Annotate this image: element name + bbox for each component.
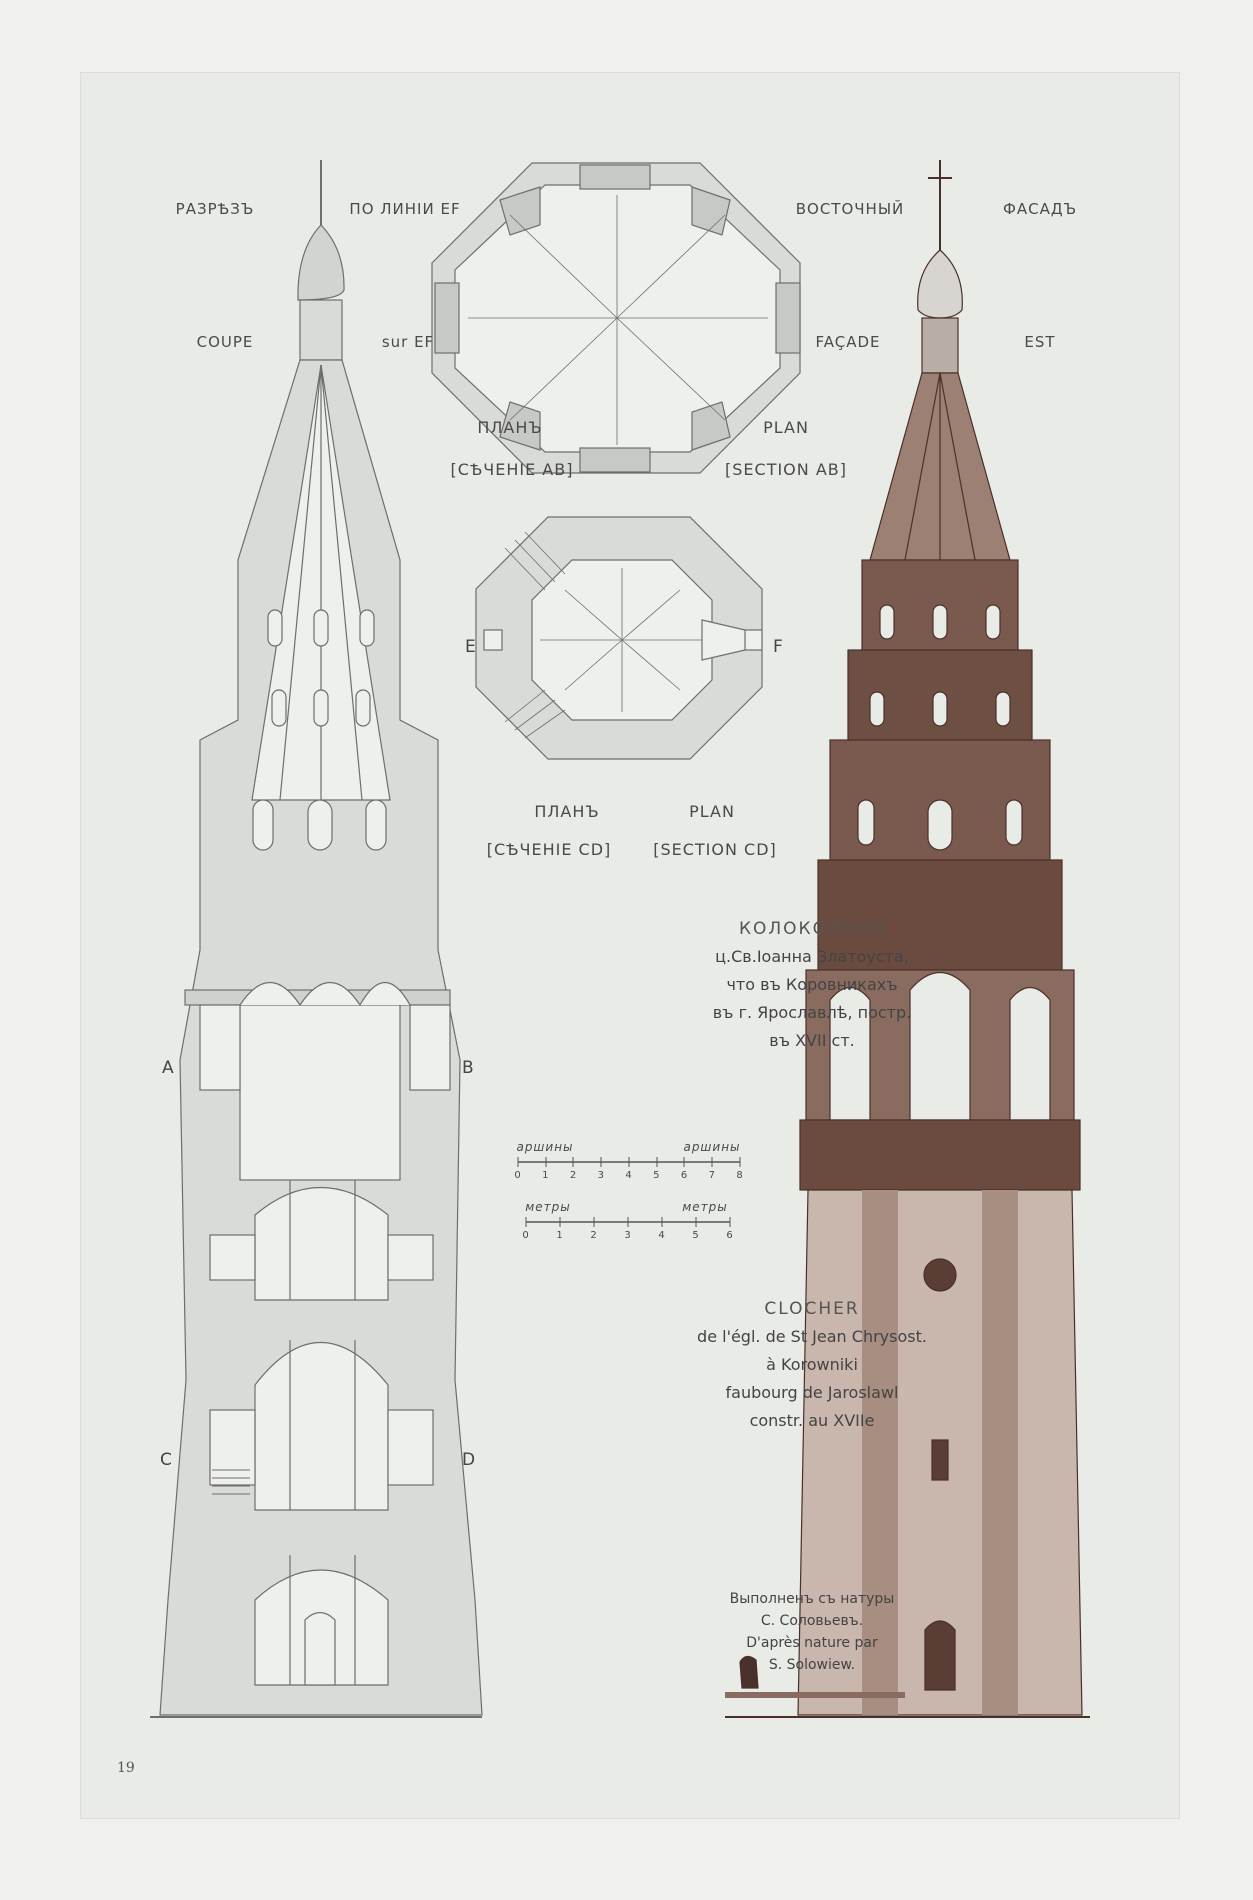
section-title-fr-2: sur EF	[381, 333, 435, 351]
scale-tick-label: 1	[542, 1170, 550, 1181]
caption-fr: CLOCHER de l'égl. de St Jean Chrysost. à…	[652, 1295, 972, 1435]
caption-fr-line-4: constr. au XVIIe	[749, 1411, 875, 1430]
scale-tick-label: 2	[569, 1170, 578, 1181]
point-a: A	[162, 1058, 174, 1078]
caption-fr-title: CLOCHER	[764, 1299, 860, 1319]
scale-tick-label: 3	[624, 1230, 632, 1241]
credit: Выполненъ съ натуры С. Соловьевъ. D'aprè…	[652, 1588, 972, 1676]
facade-title-ru-2: ФАСАДЪ	[1002, 200, 1078, 218]
tower-facade	[725, 160, 1090, 1718]
scale-bars	[517, 1157, 741, 1227]
scale-tick-label: 1	[556, 1230, 564, 1241]
point-e: E	[465, 637, 476, 657]
facade-title-fr-2: EST	[1024, 333, 1056, 351]
scale-tick-label: 0	[514, 1170, 522, 1181]
scale-tick-label: 8	[736, 1170, 744, 1181]
scale-tick-label: 7	[708, 1170, 716, 1181]
section-title-ru-2: ПО ЛИНІИ EF	[349, 200, 461, 218]
tower-section	[150, 160, 483, 1718]
scale-1-right-label: аршины	[683, 1140, 741, 1154]
point-b: B	[462, 1058, 474, 1078]
scale-tick-label: 2	[590, 1230, 598, 1241]
plan-cd-fr-sub: [SECTION CD]	[653, 840, 777, 859]
caption-ru-line-4: въ XVII ст.	[769, 1031, 855, 1050]
plan-ab-ru: ПЛАНЪ	[477, 418, 543, 437]
facade-title-fr-1: FAÇADE	[815, 333, 881, 351]
plan-ab-ru-sub: [СѢЧЕНІЕ AB]	[450, 460, 574, 479]
caption-ru: КОЛОКОЛЬНЯ ц.Св.Іоанна Златоуста, что въ…	[652, 915, 972, 1055]
scale-2-right-label: метры	[682, 1200, 728, 1214]
caption-fr-line-1: de l'égl. de St Jean Chrysost.	[697, 1327, 927, 1346]
point-f: F	[773, 637, 783, 657]
credit-ru-2: С. Соловьевъ.	[760, 1613, 864, 1629]
credit-fr-2: S. Solowiew.	[768, 1657, 856, 1673]
credit-ru-1: Выполненъ съ натуры	[729, 1591, 895, 1607]
scale-2-left-label: метры	[525, 1200, 571, 1214]
plan-cd-ru: ПЛАНЪ	[534, 802, 600, 821]
section-title-fr-1: COUPE	[196, 333, 254, 351]
facade-title-ru-1: ВОСТОЧНЫЙ	[795, 200, 905, 218]
section-title-ru-1: РАЗРѢЗЪ	[175, 200, 255, 218]
scale-tick-label: 6	[726, 1230, 734, 1241]
plan-cd-fr: PLAN	[689, 802, 735, 821]
page-number: 19	[117, 1760, 135, 1776]
plan-cd-ru-sub: [СѢЧЕНІЕ CD]	[486, 840, 612, 859]
caption-ru-line-1: ц.Св.Іоанна Златоуста,	[715, 947, 909, 966]
scale-tick-label: 5	[692, 1230, 700, 1241]
caption-ru-line-3: въ г. Ярославлѣ, постр.	[712, 1003, 912, 1022]
scale-tick-label: 5	[653, 1170, 661, 1181]
scale-tick-label: 3	[597, 1170, 605, 1181]
plan-cd	[475, 516, 763, 760]
plan-ab-fr: PLAN	[763, 418, 809, 437]
plan-ab	[431, 162, 801, 474]
scale-tick-label: 4	[625, 1170, 633, 1181]
point-d: D	[462, 1450, 476, 1470]
plan-ab-fr-sub: [SECTION AB]	[725, 460, 847, 479]
caption-ru-line-2: что въ Коровникахъ	[726, 975, 898, 994]
scale-tick-label: 4	[658, 1230, 666, 1241]
credit-fr-1: D'après nature par	[746, 1635, 878, 1651]
scale-tick-label: 6	[680, 1170, 689, 1181]
caption-fr-line-3: faubourg de Jaroslawl	[725, 1383, 899, 1402]
caption-ru-title: КОЛОКОЛЬНЯ	[738, 919, 886, 939]
scale-tick-label: 0	[522, 1230, 530, 1241]
scale-1-left-label: аршины	[516, 1140, 574, 1154]
point-c: C	[160, 1450, 172, 1470]
caption-fr-line-2: à Korowniki	[766, 1355, 858, 1374]
